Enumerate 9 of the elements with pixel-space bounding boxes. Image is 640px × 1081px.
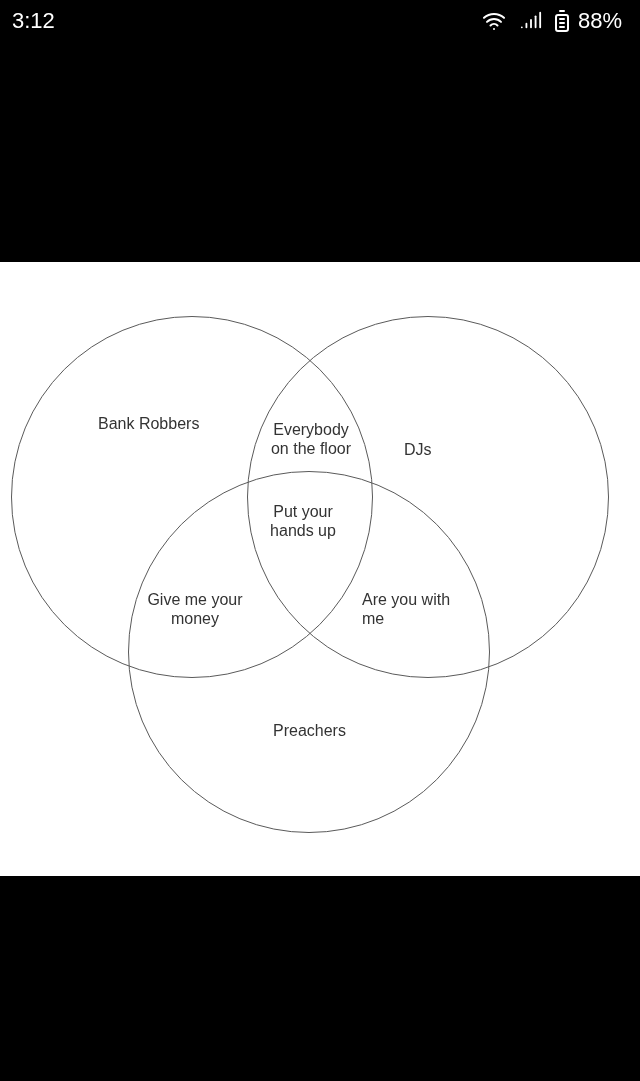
clock-time: 3:12 [12, 8, 55, 34]
overlap-text: Everybody on the floor [269, 420, 353, 459]
set-label: Preachers [273, 722, 346, 740]
set-label: DJs [404, 441, 432, 459]
battery-percentage: 88% [578, 8, 623, 34]
set-label: Bank Robbers [98, 415, 200, 433]
overlap-text: Give me your money [146, 590, 244, 629]
overlap-text: Are you with me [362, 590, 452, 629]
overlap-text: Put your hands up [269, 502, 337, 541]
